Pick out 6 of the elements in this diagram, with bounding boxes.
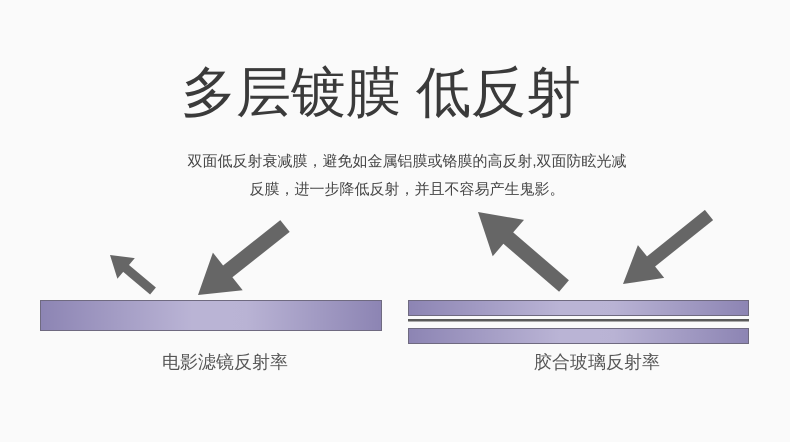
title-heading: 多层镀膜 低反射 <box>180 60 582 125</box>
filter-plate <box>40 300 382 331</box>
description-text: 双面低反射衰减膜，避免如金属铝膜或铬膜的高反射,双面防眩光减反膜，进一步降低反射，并且不容易产生鬼影。 <box>186 152 628 200</box>
caption-text: 胶合玻璃反射率 <box>534 351 660 374</box>
caption-text: 电影滤镜反射率 <box>162 351 288 374</box>
laminated-glass-plates <box>408 300 749 344</box>
